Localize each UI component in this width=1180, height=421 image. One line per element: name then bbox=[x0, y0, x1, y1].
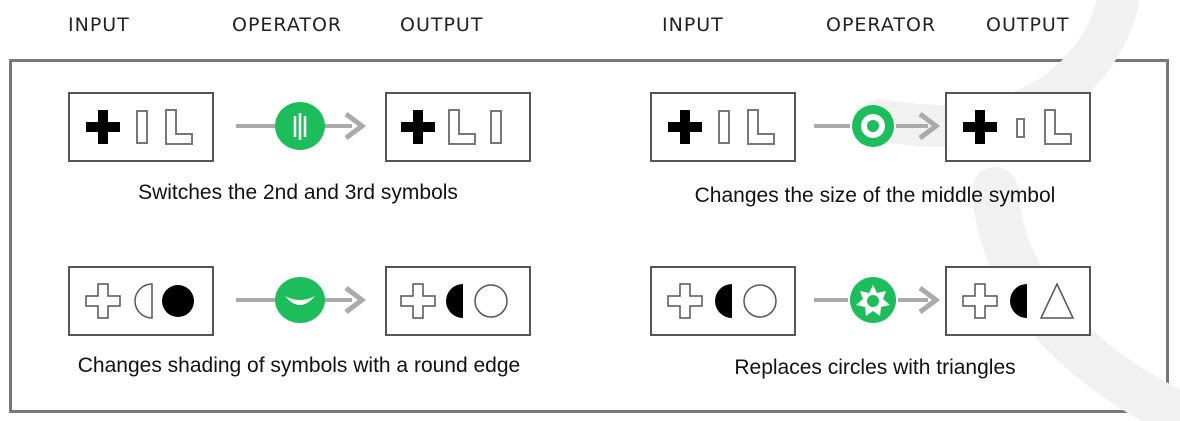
circle-outline-icon bbox=[743, 284, 777, 318]
bar-outline-icon bbox=[490, 110, 502, 144]
half-circle-outline-icon bbox=[134, 283, 153, 319]
plus-outline-icon bbox=[85, 283, 121, 319]
plus-solid-icon bbox=[668, 110, 702, 144]
rule2-operator bbox=[814, 105, 941, 147]
rule1-output-box bbox=[385, 92, 531, 162]
vertical-lines-operator-icon bbox=[275, 102, 325, 150]
rule3-input-box bbox=[68, 266, 214, 336]
rule3-operator bbox=[236, 277, 367, 323]
l-shape-outline-icon bbox=[448, 109, 476, 145]
rule3-output-box bbox=[385, 266, 531, 336]
half-circle-solid-icon bbox=[446, 284, 463, 318]
smile-operator-icon bbox=[275, 277, 325, 323]
rule2-input-box bbox=[650, 92, 796, 162]
header-operator-right: OPERATOR bbox=[826, 14, 937, 36]
header-input-right: INPUT bbox=[662, 14, 724, 36]
bar-outline-icon bbox=[136, 110, 148, 144]
rule2-output-box bbox=[945, 92, 1091, 162]
plus-outline-icon bbox=[667, 283, 703, 319]
half-circle-solid-icon bbox=[715, 284, 732, 318]
l-shape-outline-icon bbox=[1044, 109, 1072, 145]
rule1-operator bbox=[236, 102, 367, 150]
plus-solid-icon bbox=[401, 110, 435, 144]
l-shape-outline-icon bbox=[165, 109, 193, 145]
ring-dot-operator-icon bbox=[852, 105, 894, 147]
plus-solid-icon bbox=[963, 110, 997, 144]
header-output-left: OUTPUT bbox=[400, 14, 484, 36]
rule4-output-box bbox=[945, 266, 1091, 336]
circle-outline-icon bbox=[474, 284, 508, 318]
plus-outline-icon bbox=[400, 283, 436, 319]
rule1-input-box bbox=[68, 92, 214, 162]
header-input-left: INPUT bbox=[68, 14, 130, 36]
rule4-operator bbox=[814, 277, 941, 323]
star-operator-icon bbox=[850, 277, 896, 323]
l-shape-outline-icon bbox=[747, 109, 775, 145]
triangle-outline-icon bbox=[1039, 282, 1075, 319]
rule2-caption: Changes the size of the middle symbol bbox=[694, 184, 1056, 207]
rule4-caption: Replaces circles with triangles bbox=[734, 356, 1016, 379]
header-operator-left: OPERATOR bbox=[232, 14, 343, 36]
rule3-caption: Changes shading of symbols with a round … bbox=[77, 354, 521, 377]
bar-outline-icon bbox=[718, 110, 730, 144]
small-bar-outline-icon bbox=[1016, 118, 1025, 138]
circle-solid-icon bbox=[162, 285, 194, 317]
rule4-input-box bbox=[650, 266, 796, 336]
header-output-right: OUTPUT bbox=[986, 14, 1070, 36]
plus-outline-icon bbox=[962, 283, 998, 319]
plus-solid-icon bbox=[86, 110, 120, 144]
half-circle-solid-icon bbox=[1010, 284, 1027, 318]
rule1-caption: Switches the 2nd and 3rd symbols bbox=[138, 181, 458, 204]
